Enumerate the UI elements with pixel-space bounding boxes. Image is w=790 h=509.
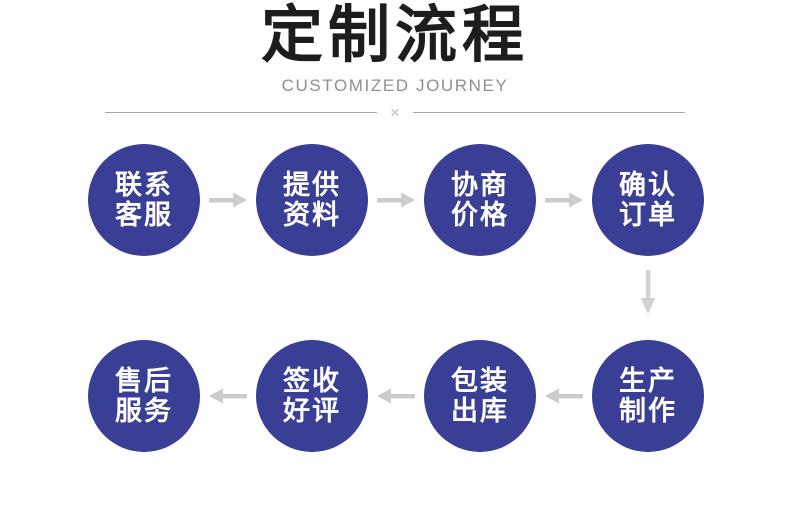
step-label-line1: 协商 bbox=[451, 170, 509, 200]
step-label-line1: 签收 bbox=[283, 366, 341, 396]
flow-step-negotiate-price: 协商 价格 bbox=[424, 144, 536, 256]
arrow-left-icon bbox=[377, 388, 415, 409]
step-label-line1: 售后 bbox=[115, 366, 173, 396]
step-label-line2: 客服 bbox=[115, 200, 173, 230]
divider-x-icon: × bbox=[390, 103, 400, 122]
arrow-left-icon bbox=[545, 388, 583, 409]
step-label-line1: 提供 bbox=[283, 170, 341, 200]
arrow-right-icon bbox=[377, 192, 415, 213]
step-label-line2: 制作 bbox=[619, 396, 677, 426]
flow-step-confirm-order: 确认 订单 bbox=[592, 144, 704, 256]
title-divider: × bbox=[105, 104, 685, 121]
arrow-right-icon bbox=[209, 192, 247, 213]
step-label-line1: 生产 bbox=[619, 366, 677, 396]
flow-step-packing-shipment: 包装 出库 bbox=[424, 340, 536, 452]
flow-step-sign-good-review: 签收 好评 bbox=[256, 340, 368, 452]
flow-step-provide-materials: 提供 资料 bbox=[256, 144, 368, 256]
step-label-line2: 资料 bbox=[283, 200, 341, 230]
step-label-line2: 订单 bbox=[619, 200, 677, 230]
divider-line-right bbox=[412, 112, 685, 113]
flow-step-after-sales: 售后 服务 bbox=[88, 340, 200, 452]
step-label-line1: 确认 bbox=[619, 170, 677, 200]
arrow-left-icon bbox=[209, 388, 247, 409]
step-label-line1: 联系 bbox=[115, 170, 173, 200]
step-label-line2: 服务 bbox=[115, 396, 173, 426]
step-label-line1: 包装 bbox=[451, 366, 509, 396]
page-subtitle: CUSTOMIZED JOURNEY bbox=[281, 76, 509, 95]
step-label-line2: 价格 bbox=[451, 200, 509, 230]
flow-step-production: 生产 制作 bbox=[592, 340, 704, 452]
step-label-line2: 好评 bbox=[283, 396, 341, 426]
page-title: 定制流程 bbox=[260, 1, 529, 70]
divider-line-left bbox=[105, 112, 378, 113]
arrow-right-icon bbox=[545, 192, 583, 213]
flow-step-contact-service: 联系 客服 bbox=[88, 144, 200, 256]
arrow-down-icon bbox=[640, 270, 656, 319]
step-label-line2: 出库 bbox=[451, 396, 509, 426]
